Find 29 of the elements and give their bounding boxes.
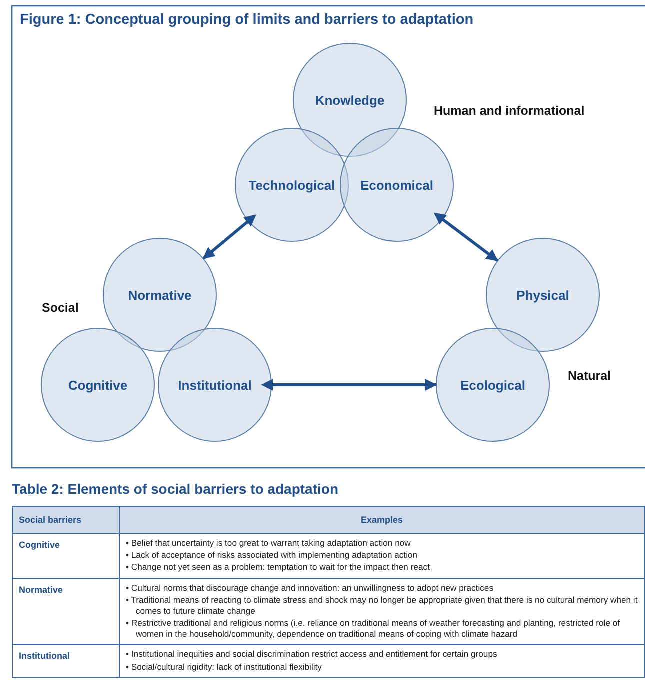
bullet-item: • Restrictive traditional and religious norms (i.e. reliance on traditional means of weather forecasting and planting, restricted role of women in the household/community, dependence on traditional means of coping with climate hazard <box>126 618 622 640</box>
circle-label: Normative <box>128 288 192 302</box>
group-label: Natural <box>568 369 612 383</box>
circle-label: Ecological <box>460 378 526 392</box>
row-header: Normative <box>12 578 120 645</box>
table-title: Table 2: Elements of social barriers to adaptation <box>12 481 338 497</box>
circle-label: Institutional <box>178 378 252 392</box>
group-label: Social <box>42 301 79 315</box>
circle-label: Knowledge <box>315 92 385 108</box>
bullet-item: • Lack of acceptance of risks associated with implementing adaptation action <box>126 550 419 562</box>
bullet-item: • Belief that uncertainty is too great to warrant taking adaptation action now <box>126 538 412 550</box>
double-arrow <box>261 379 438 391</box>
group-label: Human and informational <box>434 104 585 118</box>
double-arrow <box>202 214 256 260</box>
circle-label: Cognitive <box>68 378 128 392</box>
column-header: Examples <box>120 506 644 534</box>
column-header: Social barriers <box>12 506 120 534</box>
double-arrow <box>434 212 498 262</box>
row-header: Cognitive <box>12 534 120 578</box>
figure-title: Figure 1: Conceptual grouping of limits and barriers to adaptation <box>20 12 474 28</box>
circle-label: Technological <box>248 178 336 192</box>
bullet-item: • Traditional means of reacting to climate stress and shock may no longer be appropriate given that there is no cultural memory when it comes to future climate change <box>126 594 638 618</box>
bullet-item: • Institutional inequities and social discrimination restrict access and entitlement for certain groups <box>126 649 498 661</box>
bullet-item: • Social/cultural rigidity: lack of institutional flexibility <box>126 662 323 673</box>
row-header: Institutional <box>12 644 120 678</box>
bullet-item: • Cultural norms that discourage change and innovation: an unwillingness to adopt new practices <box>126 582 495 594</box>
circle-label: Physical <box>516 288 570 302</box>
bullet-item: • Change not yet seen as a problem: temptation to wait for the impact then react <box>126 562 431 574</box>
circle-label: Economical <box>360 178 434 192</box>
